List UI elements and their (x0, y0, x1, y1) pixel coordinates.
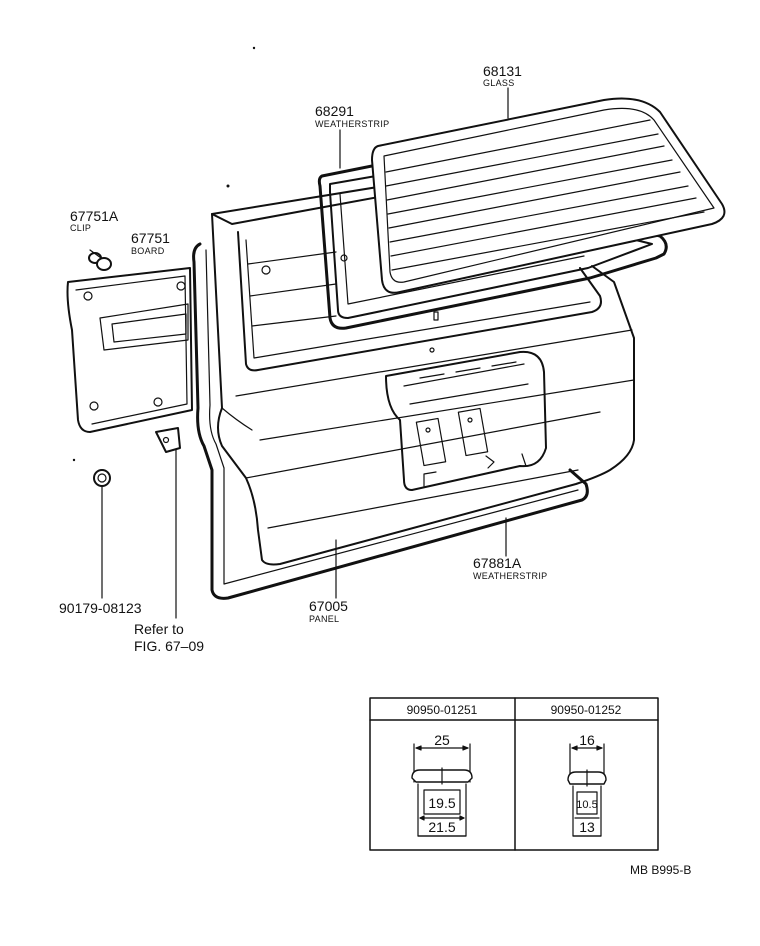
stray-mark (252, 46, 256, 50)
spec-col1-bottom-dim: 21.5 (428, 819, 455, 835)
stray-mark (226, 184, 230, 188)
spec-col1-top-dim: 25 (434, 732, 450, 748)
spec-col1-mid-dim: 19.5 (428, 795, 455, 811)
clip-part (88, 249, 112, 271)
bolt-part (93, 469, 111, 599)
board-part-number: 67751 (131, 230, 170, 246)
panel-part-name: PANEL (309, 614, 339, 624)
clip-part-number: 67751A (70, 208, 119, 224)
board-part (66, 267, 193, 433)
spec-col2-top-dim: 16 (579, 732, 595, 748)
refer-to-line1: Refer to (134, 621, 184, 637)
panel-part-number: 67005 (309, 598, 348, 614)
upper-weatherstrip-part-number: 68291 (315, 103, 354, 119)
glass-part-name: GLASS (483, 78, 515, 88)
clip-part-name: CLIP (70, 223, 91, 233)
spec-col1-clip-drawing (411, 743, 473, 837)
panel-weatherstrip-part (192, 242, 589, 600)
spec-table: 90950-01251 90950-01252 25 19.5 21.5 (369, 697, 659, 851)
lower-weatherstrip-part-number: 67881A (473, 555, 522, 571)
stray-mark (72, 458, 76, 462)
glass-weatherstrip-part (317, 162, 668, 330)
board-part-name: BOARD (131, 246, 165, 256)
bolt-part-number: 90179-08123 (59, 600, 142, 616)
spec-col2-bottom-dim: 13 (579, 819, 595, 835)
upper-weatherstrip-part-name: WEATHERSTRIP (315, 119, 389, 129)
spec-col2-part-number: 90950-01252 (551, 703, 622, 717)
diagram-code: MB B995-B (630, 863, 691, 877)
glass-part-number: 68131 (483, 63, 522, 79)
spec-col1-part-number: 90950-01251 (407, 703, 478, 717)
spec-col2-clip-drawing (567, 743, 607, 837)
glass-part (371, 97, 726, 294)
refer-to-line2: FIG. 67–09 (134, 638, 204, 654)
spec-col2-mid-dim: 10.5 (576, 799, 597, 811)
leader-lines (335, 87, 509, 599)
lock-bracket-part (155, 427, 181, 619)
lower-weatherstrip-part-name: WEATHERSTRIP (473, 571, 547, 581)
